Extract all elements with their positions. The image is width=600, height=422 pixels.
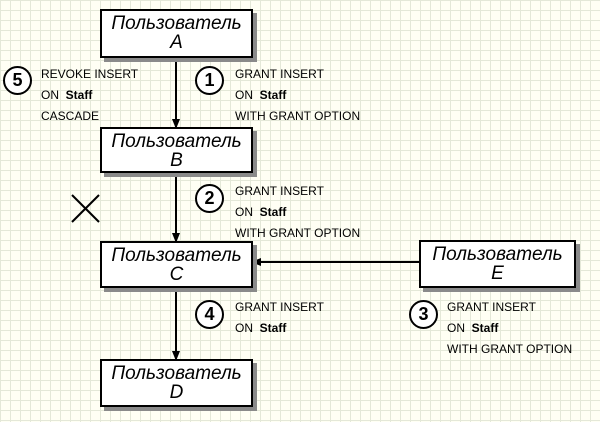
user-node-b-letter: B [170,150,183,171]
user-node-a-title: Пользователь [111,13,242,34]
step-2-line1: GRANT INSERT [235,184,324,198]
step-4-object: Staff [259,321,287,335]
step-3-on: ON [447,321,465,335]
step-1-on: ON [235,88,253,102]
step-4-line1: GRANT INSERT [235,300,324,314]
step-1-line1: GRANT INSERT [235,67,324,81]
step-2-object: Staff [259,205,287,219]
step-2-line2: ON Staff [235,202,360,223]
step-4-on: ON [235,321,253,335]
step-badge-5: 5 [3,66,32,95]
step-4-line2: ON Staff [235,318,324,339]
step-1-line3: WITH GRANT OPTION [235,109,361,123]
step-badge-2: 2 [195,184,224,213]
user-node-c: Пользователь C [100,241,253,288]
user-node-a: Пользователь A [100,9,253,58]
user-node-c-title: Пользователь [111,245,242,266]
step-label-3: GRANT INSERT ON Staff WITH GRANT OPTION [447,297,572,360]
user-node-e-title: Пользователь [432,244,563,265]
user-node-d-letter: D [169,382,184,403]
step-label-1: GRANT INSERT ON Staff WITH GRANT OPTION [235,64,360,127]
step-5-on: ON [41,88,59,102]
step-3-line1: GRANT INSERT [447,300,536,314]
step-1-object: Staff [259,88,287,102]
user-node-a-letter: A [170,32,183,53]
step-1-line2: ON Staff [235,85,360,106]
step-2-on: ON [235,205,253,219]
step-5-object: Staff [65,88,93,102]
step-badge-3: 3 [409,300,438,329]
step-badge-4: 4 [195,300,224,329]
step-label-5: REVOKE INSERT ON Staff CASCADE [41,64,138,127]
step-badge-1: 1 [195,66,224,95]
step-5-line2: ON Staff [41,85,138,106]
step-5-line1: REVOKE INSERT [41,67,139,81]
step-3-object: Staff [471,321,499,335]
step-label-4: GRANT INSERT ON Staff [235,297,324,339]
revoked-cross-mark [71,194,100,223]
user-node-e-letter: E [491,263,504,284]
user-node-e: Пользователь E [419,240,576,288]
user-node-b: Пользователь B [100,127,253,173]
step-2-line3: WITH GRANT OPTION [235,226,361,240]
step-3-line3: WITH GRANT OPTION [447,342,573,356]
step-5-line3: CASCADE [41,109,100,123]
user-node-b-title: Пользователь [111,131,242,152]
user-node-d-title: Пользователь [111,363,242,384]
user-node-d: Пользователь D [100,359,253,407]
step-label-2: GRANT INSERT ON Staff WITH GRANT OPTION [235,181,360,244]
step-3-line2: ON Staff [447,318,572,339]
user-node-c-letter: C [169,264,184,285]
